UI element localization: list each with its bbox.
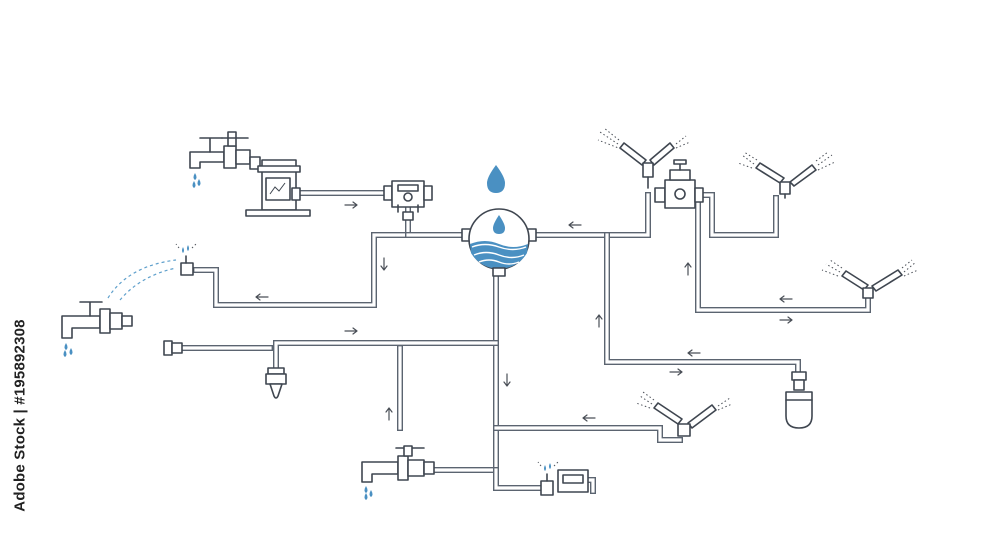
hose-sprinkler-nozzle	[163, 340, 287, 399]
pressure-reducer	[654, 159, 704, 209]
faucet-icon	[61, 301, 133, 357]
stock-id-label: Adobe Stock | #195892308	[8, 295, 32, 535]
faucet-icon	[189, 131, 251, 188]
sprinkler-icon	[821, 259, 919, 299]
sprinkler-icon	[597, 127, 691, 189]
flow-arrow-icon	[344, 327, 358, 335]
faucet-icon	[361, 445, 435, 500]
water-drop-icon	[487, 165, 505, 193]
pump-icon	[245, 156, 311, 217]
flow-arrow-icon	[687, 349, 701, 357]
flow-arrow-icon	[503, 373, 511, 387]
sprinkler-icon	[175, 243, 197, 276]
sprinkler-icon	[635, 391, 733, 437]
filter-valve	[383, 180, 433, 221]
water-meter	[537, 461, 589, 496]
flow-arrow-icon	[344, 201, 358, 209]
sprinkler-icon	[737, 151, 836, 199]
flow-arrow-icon	[669, 368, 683, 376]
flow-arrow-icon	[380, 257, 388, 271]
flow-arrow-icon	[255, 293, 269, 301]
ground-faucet	[361, 445, 435, 500]
water-drop-icon	[493, 215, 505, 234]
flow-arrow-icon	[684, 262, 692, 276]
water-tank	[461, 165, 537, 277]
garden-faucet	[61, 243, 197, 357]
flow-arrow-icon	[779, 316, 793, 324]
stock-id-text: Adobe Stock | #195892308	[11, 318, 29, 512]
flow-arrows	[255, 201, 793, 422]
flow-arrow-icon	[582, 414, 596, 422]
flow-arrow-icon	[595, 314, 603, 328]
well-pump-float	[785, 371, 813, 429]
flow-arrow-icon	[779, 295, 793, 303]
flow-arrow-icon	[568, 221, 582, 229]
wall-faucet-with-pump	[189, 131, 311, 217]
flow-arrow-icon	[385, 407, 393, 421]
pipe-network	[177, 190, 871, 494]
